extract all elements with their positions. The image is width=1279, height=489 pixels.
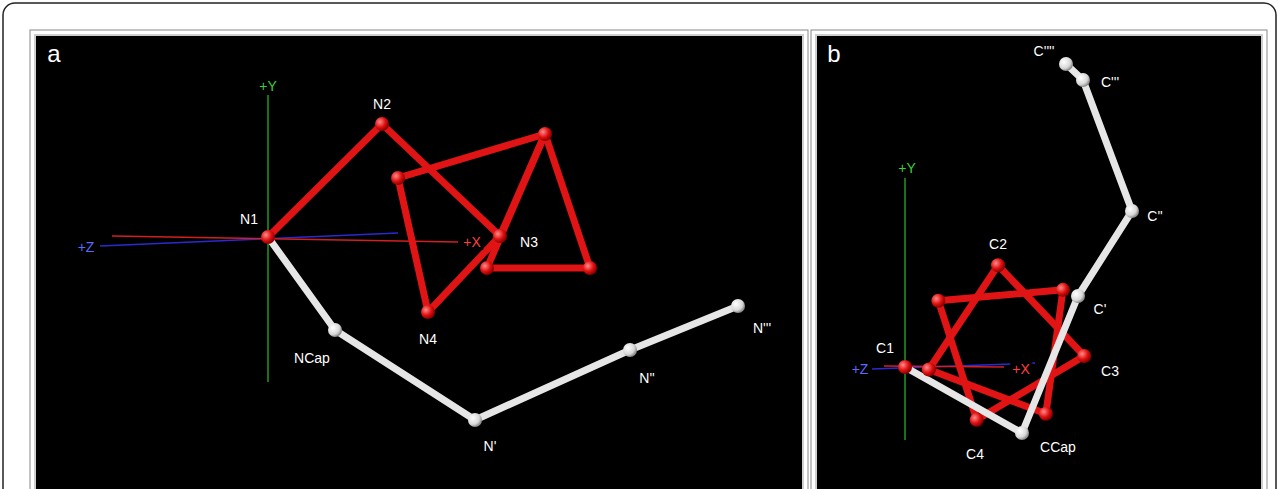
cap-atom	[731, 299, 745, 313]
c-cap-structure	[872, 57, 1139, 440]
helix-atom	[493, 229, 507, 243]
atom-label: N1	[238, 211, 260, 227]
helix-bond	[487, 134, 545, 268]
axis-label: +Y	[896, 160, 918, 176]
helix-bond	[268, 124, 382, 237]
cap-bond	[905, 367, 1022, 433]
cap-bond	[475, 350, 630, 420]
helix-atom	[538, 127, 552, 141]
atom-label: C1	[874, 340, 896, 356]
atom-label: N3	[518, 234, 540, 250]
helix-atom	[1056, 283, 1070, 297]
axis-label: +Z	[850, 361, 871, 377]
helix-atom	[1077, 349, 1091, 363]
cap-atom	[468, 413, 482, 427]
atom-label: NCap	[292, 350, 332, 366]
helix-atom	[991, 258, 1005, 272]
panel-background	[35, 35, 803, 489]
cap-atom	[1059, 57, 1073, 71]
helix-atom	[583, 261, 597, 275]
panel-letter: b	[825, 41, 842, 67]
helix-atom	[391, 171, 405, 185]
panel-letter: a	[45, 41, 62, 67]
atom-label: N'	[482, 438, 499, 454]
helix-bond	[938, 290, 1063, 301]
helix-atom	[421, 305, 435, 319]
atom-label: N4	[417, 331, 439, 347]
helix-bond	[929, 265, 998, 369]
cap-bond	[1078, 211, 1132, 296]
helix-atom	[1039, 407, 1053, 421]
atom-label: C'''	[1099, 74, 1121, 90]
helix-atom	[931, 294, 945, 308]
helix-atom	[261, 230, 275, 244]
atom-label: C2	[987, 236, 1009, 252]
atom-label: C4	[964, 446, 986, 462]
x-axis	[112, 236, 458, 242]
n-cap-structure	[100, 95, 745, 427]
cap-atom	[1076, 73, 1090, 87]
cap-atom	[1015, 426, 1029, 440]
cap-bond	[630, 306, 738, 350]
helix-bond	[398, 178, 428, 312]
helix-atom	[375, 117, 389, 131]
cap-bond	[335, 330, 475, 420]
cap-atom	[623, 343, 637, 357]
axis-label: +Z	[76, 239, 97, 255]
cap-atom	[328, 323, 342, 337]
atom-label: N2	[371, 96, 393, 112]
atom-label: C3	[1099, 363, 1121, 379]
cap-bond	[1083, 80, 1132, 211]
y-axis	[904, 178, 906, 440]
cap-atom	[1125, 204, 1139, 218]
atom-label: C''''	[1032, 43, 1057, 59]
atom-label: N''	[637, 370, 656, 386]
atom-label: C'	[1092, 301, 1109, 317]
helix-atom	[970, 413, 984, 427]
atom-label: N'''	[751, 320, 773, 336]
helix-bond	[487, 265, 590, 272]
helix-atom	[898, 360, 912, 374]
axis-label: +X	[1010, 361, 1032, 377]
panel-background	[816, 35, 1262, 489]
helix-bond	[382, 124, 500, 236]
cap-bond	[268, 237, 335, 330]
axis-label: +X	[461, 234, 483, 250]
helix-atom	[480, 261, 494, 275]
helix-bond	[545, 134, 590, 268]
helix-atom	[922, 363, 936, 377]
atom-label: C''	[1145, 208, 1164, 224]
helix-bond	[398, 134, 545, 178]
cap-atom	[1071, 289, 1085, 303]
axis-label: +Y	[257, 78, 279, 94]
atom-label: CCap	[1038, 439, 1078, 455]
